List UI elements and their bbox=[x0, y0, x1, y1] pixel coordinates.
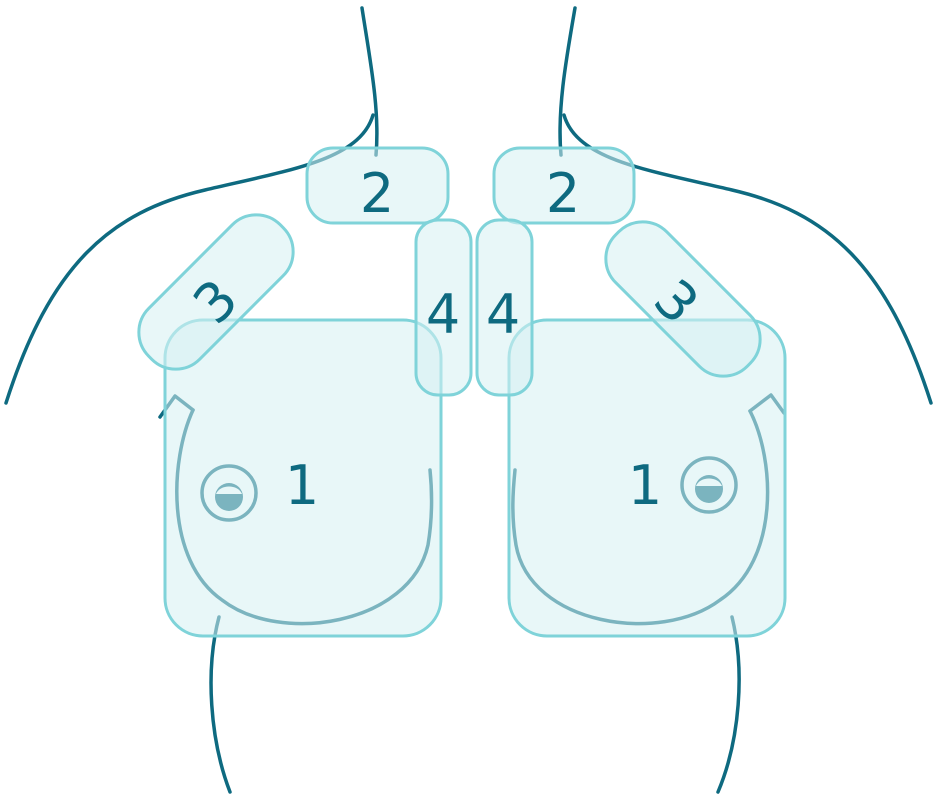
torso-left-line bbox=[211, 617, 230, 792]
label-zone-1-left: 1 bbox=[285, 454, 319, 517]
label-zone-4-left: 4 bbox=[426, 283, 460, 346]
label-zone-4-right: 4 bbox=[486, 283, 520, 346]
label-zone-1-right: 1 bbox=[628, 454, 662, 517]
torso-right-line bbox=[718, 617, 739, 792]
label-zone-2-right: 2 bbox=[546, 162, 580, 225]
zones bbox=[125, 148, 785, 636]
body-outline bbox=[6, 8, 931, 792]
label-zone-2-left: 2 bbox=[360, 162, 394, 225]
